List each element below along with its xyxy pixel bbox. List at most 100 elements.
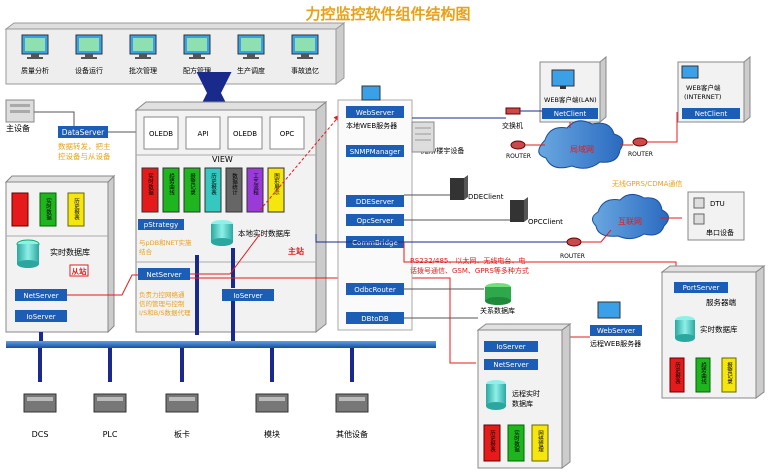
master-netserver-box xyxy=(138,268,190,280)
master-netserver-label: NetServer xyxy=(146,271,181,279)
function-module xyxy=(183,167,201,213)
component-box xyxy=(346,145,404,157)
opc-client-device xyxy=(510,197,528,222)
component-label: CommBridge xyxy=(352,239,398,247)
dtu-label: DTU xyxy=(710,200,725,208)
device-label: DCS xyxy=(32,430,49,439)
device-icon xyxy=(165,393,199,413)
function-module-label: 工艺流程 xyxy=(252,173,259,197)
function-module xyxy=(162,167,180,213)
slave-module-label-2: 实时数据 xyxy=(45,197,52,222)
netserver-note-3: I/S和B/S数据代理 xyxy=(139,308,191,317)
server-module-2: 趋势曲线 xyxy=(700,361,707,385)
function-module xyxy=(267,167,285,213)
slave-ioserver-box xyxy=(15,310,67,322)
lan-client-label: WEB客户端(LAN) xyxy=(544,95,597,104)
switch-icon xyxy=(505,107,521,115)
function-module-label: 历史报表 xyxy=(210,173,217,197)
component-sub-label: DDEClient xyxy=(468,193,504,201)
function-module-label: 图形展示 xyxy=(273,172,280,196)
component-sub-label: 机房/楼宇设备 xyxy=(420,146,464,155)
interface-module-label: API xyxy=(197,130,208,138)
remote-module-3: 网络管理 xyxy=(537,430,544,453)
dataserver-label: DataServer xyxy=(62,128,105,137)
component-label: DDEServer xyxy=(356,198,394,206)
top-app-item: 事故追忆 xyxy=(291,34,319,75)
lan-netclient-box xyxy=(542,108,598,119)
device-icon xyxy=(93,393,127,413)
dataserver-box xyxy=(58,126,108,138)
router-icon xyxy=(632,137,648,147)
remote-db-label-1: 远程实时 xyxy=(512,389,540,398)
interface-module-label: OLEDB xyxy=(149,130,173,138)
device-label: 模块 xyxy=(264,429,280,439)
pstrategy-box xyxy=(138,219,184,230)
slave-tag: 从站 xyxy=(72,266,87,276)
device-label: 板卡 xyxy=(174,429,190,439)
internet-client-label-1: WEB客户端 xyxy=(686,83,721,92)
slave-netserver-box xyxy=(15,289,67,301)
top-app-label: 质量分析 xyxy=(21,66,49,75)
function-module xyxy=(204,167,222,213)
top-app-label: 生产调度 xyxy=(237,66,265,75)
device-icon xyxy=(335,393,369,413)
remote-db-label-2: 数据库 xyxy=(512,399,533,408)
function-module-label: 数据统计 xyxy=(231,172,238,197)
pstrategy-note-1: 与pDB和NET实施 xyxy=(139,238,192,247)
top-app-panel: 质量分析 设备运行 批次管理 配方管理生产调度 事故追忆 xyxy=(4,22,346,85)
top-app-label: 批次管理 xyxy=(129,66,157,75)
top-app-label: 事故追忆 xyxy=(291,66,319,75)
device-label: 其他设备 xyxy=(336,429,368,439)
netserver-note-1: 负责力控网络通 xyxy=(139,290,185,299)
interface-module xyxy=(143,116,179,150)
component-sub-label: OPCClient xyxy=(528,218,563,226)
main-device: 主设备 xyxy=(5,99,35,133)
top-app-item: 配方管理 xyxy=(183,34,211,75)
internet-cloud xyxy=(592,194,669,240)
switch-label: 交换机 xyxy=(502,121,523,130)
webserver-icon xyxy=(361,85,381,101)
netserver-note-2: 信的管理与控制 xyxy=(139,299,185,308)
view-label: VIEW xyxy=(212,155,233,164)
router-label-3: ROUTER xyxy=(560,253,585,260)
serial-device-label: 串口设备 xyxy=(706,228,734,237)
slave-module-label-3: 历史报表 xyxy=(73,198,80,222)
component-sub-label: 关系数据库 xyxy=(480,306,515,315)
component-box xyxy=(346,283,404,295)
function-module xyxy=(141,167,159,213)
remote-webserver: WebServer 远程WEB服务器 xyxy=(590,301,642,348)
component-sub-label: 本地WEB服务器 xyxy=(346,121,397,130)
top-app-item: 批次管理 xyxy=(129,34,157,75)
relational-db xyxy=(485,283,511,305)
internet-netclient-label: NetClient xyxy=(695,110,728,118)
master-ioserver-box xyxy=(222,289,274,301)
slave-netserver-label: NetServer xyxy=(23,292,58,300)
server-module-1: 历史报表 xyxy=(674,362,681,386)
top-app-label: 设备运行 xyxy=(75,66,103,75)
device-icon xyxy=(23,393,57,413)
component-label: OdbcRouter xyxy=(354,286,396,294)
component-box xyxy=(346,312,404,324)
interface-module xyxy=(227,116,263,150)
component-label: OpcServer xyxy=(357,217,394,225)
portserver-label: PortServer xyxy=(683,284,720,292)
component-box xyxy=(346,195,404,207)
lan-cloud-label: 局域网 xyxy=(570,144,594,154)
interface-module xyxy=(185,116,221,150)
lan-netclient-label: NetClient xyxy=(554,110,587,118)
portserver-box xyxy=(674,282,728,293)
dde-client-device xyxy=(450,175,468,200)
component-label: WebServer xyxy=(356,109,394,117)
remote-station-box: IoServer NetServer 远程实时 数据库 历史报表 实时数据 网络… xyxy=(476,323,572,469)
component-box xyxy=(346,106,404,118)
remote-module-1: 历史报表 xyxy=(489,430,496,454)
server-module-3: 报警记录 xyxy=(726,361,733,385)
main-device-label: 主设备 xyxy=(6,123,30,133)
function-module-label: 报警记录 xyxy=(189,172,196,196)
master-db-label: 本地实时数据库 xyxy=(238,228,291,238)
function-module xyxy=(225,167,243,213)
wireless-note: 无线GPRS/CDMA通信 xyxy=(612,179,682,188)
function-module-label: 实时数据 xyxy=(147,172,154,197)
